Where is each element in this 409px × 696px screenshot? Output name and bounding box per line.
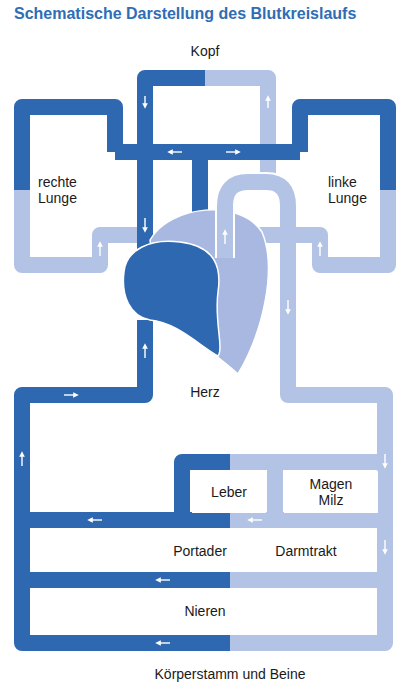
aortic-arch-outline	[225, 182, 288, 258]
liver-vein	[22, 512, 230, 528]
region-label: Nieren	[150, 603, 260, 619]
flow-arrow	[384, 454, 385, 466]
liver-artery	[267, 462, 283, 520]
heart-illustration	[123, 182, 288, 374]
stomach-artery	[230, 454, 385, 470]
region-label: linke Lunge	[328, 174, 380, 206]
flow-arrow	[158, 579, 170, 580]
flow-arrows	[22, 96, 385, 643]
flow-arrow	[144, 96, 145, 106]
heart-right	[123, 241, 220, 356]
organ-label: Magen Milz	[306, 476, 356, 508]
organ-box: Magen Milz	[284, 471, 378, 513]
flow-arrow	[144, 346, 145, 358]
gut-artery	[230, 512, 385, 528]
vessels	[22, 78, 388, 643]
flow-arrow	[287, 300, 288, 312]
organ-box: Leber	[192, 471, 266, 513]
region-label: Herz	[175, 384, 235, 400]
flow-arrow	[226, 151, 238, 152]
aortic-arch	[225, 182, 288, 258]
kidney-vein	[22, 572, 230, 588]
flow-arrow	[170, 151, 182, 152]
flow-arrow	[144, 218, 145, 230]
flow-arrow	[99, 244, 100, 256]
region-label: Kopf	[175, 43, 235, 59]
flow-arrow	[267, 98, 268, 108]
left-lung-vein	[250, 188, 388, 265]
diagram-title: Schematische Darstellung des Blutkreisla…	[14, 5, 356, 23]
organ-label: Leber	[194, 484, 264, 500]
flow-arrow	[21, 454, 22, 466]
kidney-artery	[230, 572, 385, 588]
flow-arrow	[250, 519, 262, 520]
flow-arrow	[224, 232, 225, 244]
region-label: Körperstamm und Beine	[110, 666, 350, 682]
flow-arrow	[158, 642, 170, 643]
flow-arrow	[319, 244, 320, 256]
region-label: Portader	[155, 543, 245, 559]
region-label: rechte Lunge	[38, 174, 94, 206]
flow-arrow	[384, 540, 385, 552]
flow-arrow	[64, 394, 76, 395]
region-label: Darmtrakt	[258, 543, 354, 559]
flow-arrow	[90, 519, 102, 520]
head-artery	[205, 78, 268, 186]
